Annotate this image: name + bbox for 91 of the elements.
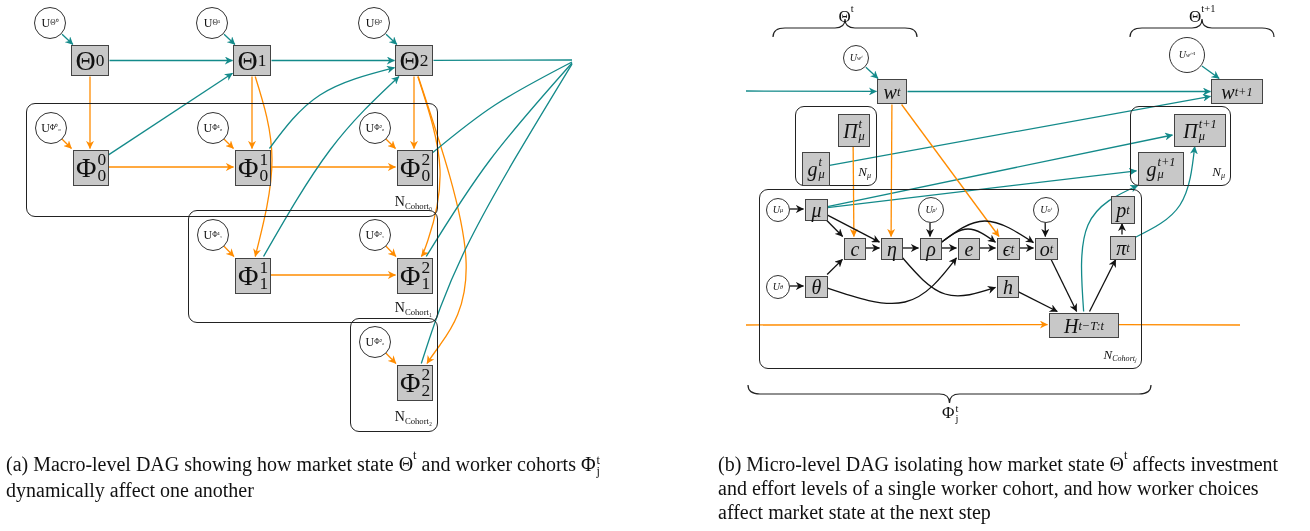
arrow [384, 245, 397, 258]
variable-box: μ [805, 199, 828, 221]
arrow [107, 163, 235, 171]
plate-frame [350, 318, 438, 432]
arrow [940, 244, 958, 252]
arrow [745, 87, 878, 96]
connector-line [432, 59, 573, 62]
variable-box: Θ$^{2}$ [395, 45, 433, 76]
arrow [269, 271, 397, 279]
plate-label: N$_{Cohort₁}$ [394, 301, 432, 315]
plate-label: N$_{Cohort₀}$ [394, 195, 432, 209]
variable-box: h [997, 276, 1019, 298]
arrow [417, 75, 467, 365]
arrow [1041, 221, 1050, 238]
arrow [268, 65, 396, 150]
arrow [1134, 145, 1198, 238]
arrow [61, 33, 74, 46]
variable-box: ϵ$^{t}$ [997, 238, 1020, 260]
connector-line [425, 62, 573, 258]
arrow [61, 138, 73, 150]
variable-box: θ [805, 276, 828, 298]
arrow [826, 257, 958, 305]
arrow [1050, 258, 1078, 313]
arrow [223, 33, 236, 46]
arrow [269, 163, 397, 171]
arrow [270, 56, 396, 65]
arrow [849, 145, 858, 238]
arrow [940, 228, 997, 243]
arrow [248, 75, 256, 150]
arrow [86, 75, 94, 150]
variable-box: Θ$^{0}$ [71, 45, 109, 76]
variable-box: w$^{t}$ [877, 79, 907, 104]
arrow [826, 219, 844, 238]
arrow [1017, 291, 1058, 313]
variable-box: o$^{t}$ [1035, 238, 1058, 260]
arrow [1088, 258, 1117, 313]
arrow [906, 87, 1212, 96]
variable-box: ρ [920, 238, 942, 260]
arrow [417, 75, 441, 258]
arrow [788, 205, 805, 213]
arrow [978, 244, 997, 252]
arrow [410, 75, 418, 150]
connector-line [431, 61, 573, 154]
arrow [826, 258, 844, 276]
arrow [900, 103, 1000, 238]
arrow [788, 282, 805, 290]
arrow [384, 352, 397, 365]
plate-frame [795, 106, 877, 186]
connector-line [1117, 323, 1241, 326]
arrow [223, 138, 235, 150]
arrow [222, 245, 235, 258]
plate-label: N$_{Cohortⱼ}$ [1103, 348, 1136, 361]
plate-label: N$_{μ}$ [858, 165, 871, 178]
plate-frame [188, 210, 438, 323]
arrow [826, 214, 881, 243]
connector-line [420, 63, 573, 365]
caption: (b) Micro-level DAG isolating how market state Θ$^{t}$ affects investment and effort levels of a single worker cohort, and how worker choices affect market state at the next step [718, 452, 1280, 524]
variable-box: p$^{t}$ [1111, 196, 1135, 224]
arrow [107, 72, 234, 156]
arrow [864, 244, 881, 252]
variable-box: e [958, 238, 980, 260]
arrow [385, 138, 397, 150]
arrow [1118, 222, 1126, 236]
brace-label: Θ$^{t}$ [838, 8, 854, 25]
plate-frame [1130, 106, 1231, 186]
arrow [865, 66, 879, 80]
arrow [887, 103, 896, 238]
arrow [1201, 65, 1220, 80]
arrow [901, 244, 920, 252]
arrow [901, 257, 997, 297]
plate-label: N$_{Cohort₂}$ [394, 410, 432, 424]
variable-box: H$^{t−T:t}$ [1049, 313, 1119, 338]
plate-frame [26, 103, 438, 217]
variable-box: π$^{t}$ [1110, 236, 1136, 260]
plate-frame [759, 189, 1142, 369]
arrow [1080, 184, 1139, 313]
arrow [385, 33, 398, 46]
variable-box: w$^{t+1}$ [1211, 79, 1263, 104]
arrow [745, 320, 1049, 329]
arrow [826, 167, 1138, 209]
arrow [828, 93, 1212, 166]
arrow [1018, 244, 1035, 252]
variable-box: c [844, 238, 866, 260]
arrow [926, 221, 934, 238]
arrow [826, 132, 1174, 208]
arrow [108, 56, 234, 65]
variable-box: η [881, 238, 903, 260]
arrow [253, 75, 273, 258]
arrow [262, 75, 400, 258]
plate-label: N$_{μ}$ [1212, 165, 1225, 178]
variable-box: Θ$^{1}$ [233, 45, 271, 76]
